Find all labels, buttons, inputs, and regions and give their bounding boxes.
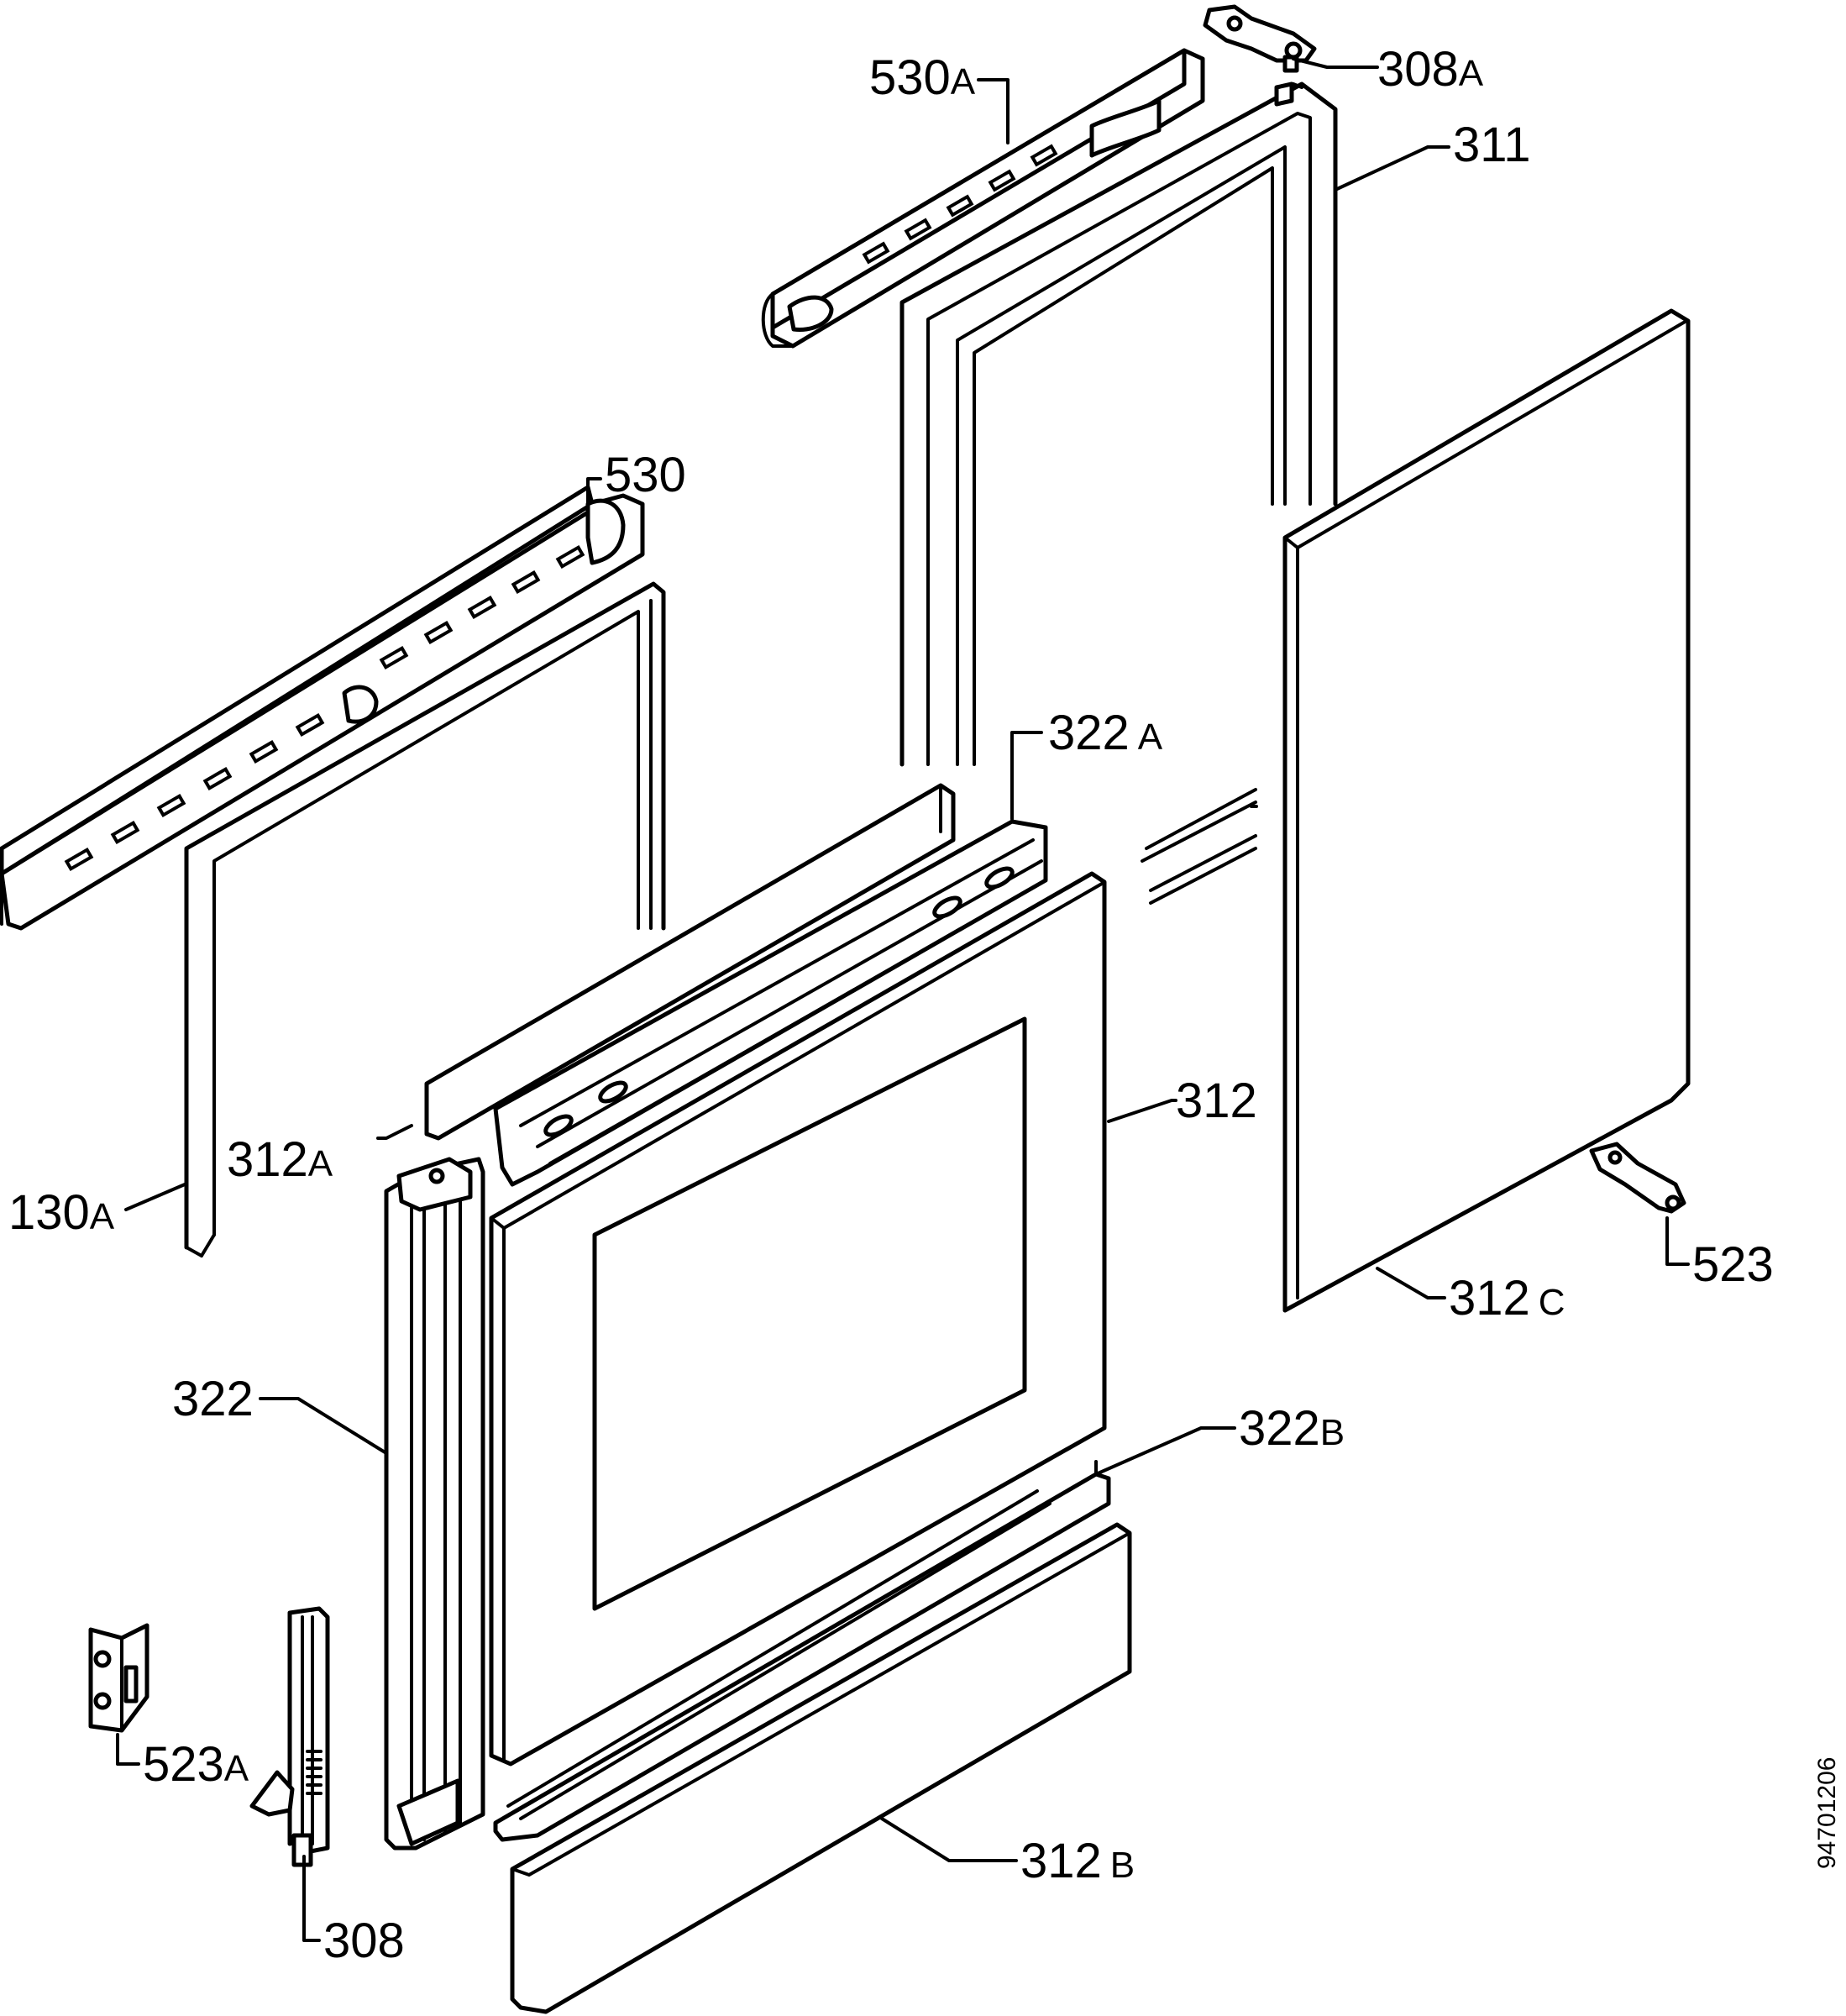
part-311-inner-frame: [899, 81, 1338, 905]
part-308-lower-hinge: [249, 1606, 330, 1867]
leader-523: [1665, 1216, 1690, 1266]
part-530-lower-trim-rail: [0, 485, 645, 931]
callout-308A: 308A: [1377, 42, 1484, 97]
callout-308: 308: [323, 1914, 405, 1968]
part-312C-outer-panel: [1282, 308, 1691, 1313]
leader-322B: [1094, 1426, 1236, 1476]
part-312A-middle-glass: [424, 783, 956, 1141]
leader-312C: [1376, 1267, 1446, 1299]
callout-523A: 523A: [143, 1737, 249, 1792]
leader-312A: [376, 1124, 413, 1140]
part-130A-gasket-frame: [184, 581, 666, 1257]
part-312-main-glass: [489, 871, 1107, 1767]
callout-322: 322: [172, 1372, 254, 1426]
leader-312B: [880, 1817, 1018, 1862]
part-530A-upper-trim-rail: [761, 48, 1205, 349]
leader-523A: [116, 1733, 140, 1766]
part-322A-upper-channel: [493, 819, 1048, 1187]
leader-308A: [1292, 57, 1379, 69]
callout-312A: 312A: [227, 1132, 333, 1187]
callout-130A: 130A: [8, 1185, 115, 1240]
leader-lines: [116, 57, 1690, 1942]
part-322-side-profile: [384, 1157, 485, 1851]
callout-322B: 322B: [1239, 1401, 1345, 1456]
part-523A-hinge-block: [88, 1623, 149, 1733]
part-530A-slots: [862, 144, 1058, 265]
callout-523: 523: [1692, 1237, 1774, 1292]
callout-530A: 530A: [869, 50, 976, 105]
leader-312: [1107, 1099, 1177, 1123]
part-312B-bottom-trim: [510, 1522, 1132, 2014]
part-312-viewing-window: [592, 1016, 1027, 1611]
leader-308: [302, 1855, 321, 1942]
leader-311: [1335, 145, 1450, 191]
drawing-number: 94701206: [1813, 1757, 1841, 1869]
callout-312: 312: [1176, 1074, 1257, 1128]
part-308-spring-icon: [306, 1750, 323, 1795]
leader-322A: [1010, 731, 1043, 821]
leader-530: [586, 477, 602, 506]
leader-530A: [977, 78, 1010, 144]
callout-311: 311: [1453, 118, 1530, 172]
callout-530: 530: [605, 448, 686, 502]
part-530-slots: [64, 544, 585, 872]
leader-130A: [124, 1183, 186, 1211]
leader-322: [259, 1397, 388, 1455]
part-523-hinge-plate: [1589, 1142, 1686, 1214]
